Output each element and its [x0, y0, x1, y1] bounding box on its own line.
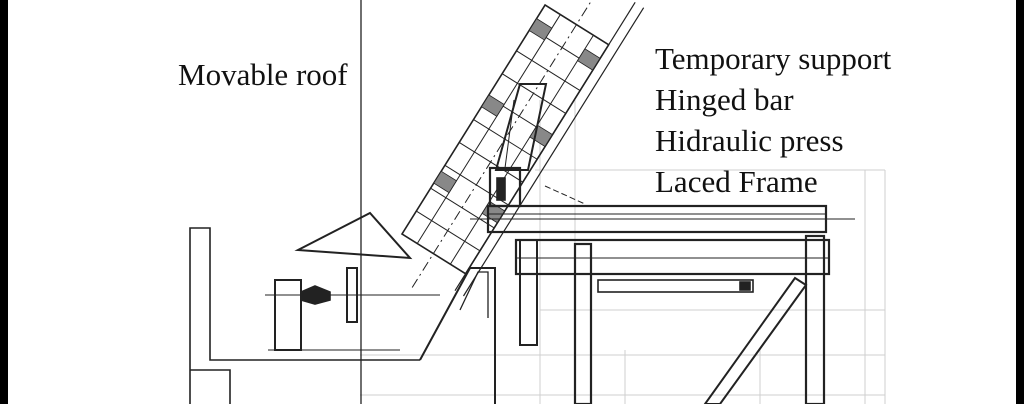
short-support-column: [519, 239, 538, 346]
dashed-guide-line: [544, 185, 586, 205]
right-wall-profile-inner: [459, 271, 489, 318]
left-wall-foot: [190, 369, 231, 404]
hinge-block: [274, 279, 302, 351]
laced-frame-left-column: [573, 242, 593, 404]
hinged-bar: [597, 279, 754, 293]
legend: Temporary support Hinged bar Hidraulic p…: [655, 38, 891, 202]
right-wall-profile: [419, 267, 496, 404]
label-temporary-support: Temporary support: [655, 41, 892, 76]
hinged-bar-end: [739, 281, 751, 291]
left-border-bar: [0, 0, 8, 404]
right-border-bar: [1016, 0, 1024, 404]
label-hydraulic-press: Hidraulic press: [655, 123, 844, 158]
movable-roof-lattice: [400, 0, 645, 297]
laced-frame-second-chord: [514, 238, 831, 276]
hydraulic-press-axis: [504, 99, 515, 169]
label-movable-roof: Movable roof: [178, 57, 348, 92]
label-laced-frame: Laced Frame: [655, 164, 818, 199]
label-hinged-bar: Hinged bar: [655, 82, 794, 117]
temporary-support-detail: [496, 177, 506, 201]
laced-frame-right-column: [804, 234, 826, 404]
left-wall: [189, 227, 420, 404]
laced-frame-diagonal: [703, 276, 808, 404]
roof-base-triangle: [294, 211, 413, 260]
hydraulic-press: [494, 83, 548, 171]
